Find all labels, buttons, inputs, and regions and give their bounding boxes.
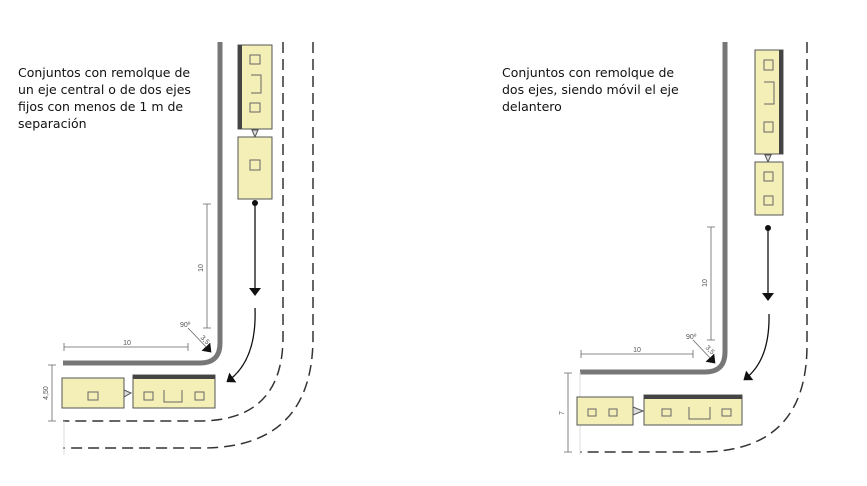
right-dimensions bbox=[564, 226, 716, 453]
lane-dashed-outer bbox=[63, 42, 314, 449]
left-vehicle-bottom bbox=[61, 374, 216, 409]
trailer bbox=[61, 377, 125, 409]
caption-line: separación bbox=[18, 116, 87, 131]
left-caption: Conjuntos con remolque de un eje central… bbox=[18, 64, 191, 132]
caption-line: dos ejes, siendo móvil el eje bbox=[502, 82, 679, 97]
right-vehicle-bottom bbox=[576, 394, 743, 426]
caption-line: Conjuntos con remolque de bbox=[502, 65, 675, 80]
trailer bbox=[576, 396, 634, 426]
left-dimensions bbox=[48, 203, 212, 422]
left-path-arrow bbox=[226, 200, 261, 383]
width-label: 7 bbox=[559, 411, 566, 415]
angle-label: 90º bbox=[180, 322, 191, 329]
width-label: 4,50 bbox=[43, 386, 50, 400]
lane-dashed-inner bbox=[63, 42, 284, 422]
trailer bbox=[237, 136, 273, 200]
dim-horizontal-label: 10 bbox=[123, 340, 131, 347]
dim-horizontal-label: 10 bbox=[633, 347, 641, 354]
left-vehicle-top bbox=[237, 44, 273, 200]
tractor bbox=[237, 44, 273, 130]
curb-line bbox=[63, 42, 223, 366]
caption-line: delantero bbox=[502, 99, 562, 114]
caption-line: fijos con menos de 1 m de bbox=[18, 99, 184, 114]
left-road bbox=[63, 42, 314, 455]
caption-line: Conjuntos con remolque de bbox=[18, 65, 191, 80]
tractor bbox=[643, 394, 743, 426]
curb-line bbox=[580, 42, 728, 375]
tractor bbox=[754, 49, 784, 155]
angle-label: 90º bbox=[686, 334, 697, 341]
right-path-arrow bbox=[743, 225, 774, 381]
caption-line: un eje central o de dos ejes bbox=[18, 82, 191, 97]
right-caption: Conjuntos con remolque de dos ejes, sien… bbox=[502, 64, 679, 115]
dim-vertical-label: 10 bbox=[702, 279, 709, 287]
radius-label: 3,5 bbox=[199, 334, 211, 346]
lane-dashed bbox=[580, 42, 808, 453]
dim-vertical-label: 10 bbox=[198, 264, 205, 272]
right-vehicle-top bbox=[754, 49, 784, 216]
radius-label: 3,5 bbox=[704, 344, 716, 356]
trailer bbox=[754, 161, 784, 216]
